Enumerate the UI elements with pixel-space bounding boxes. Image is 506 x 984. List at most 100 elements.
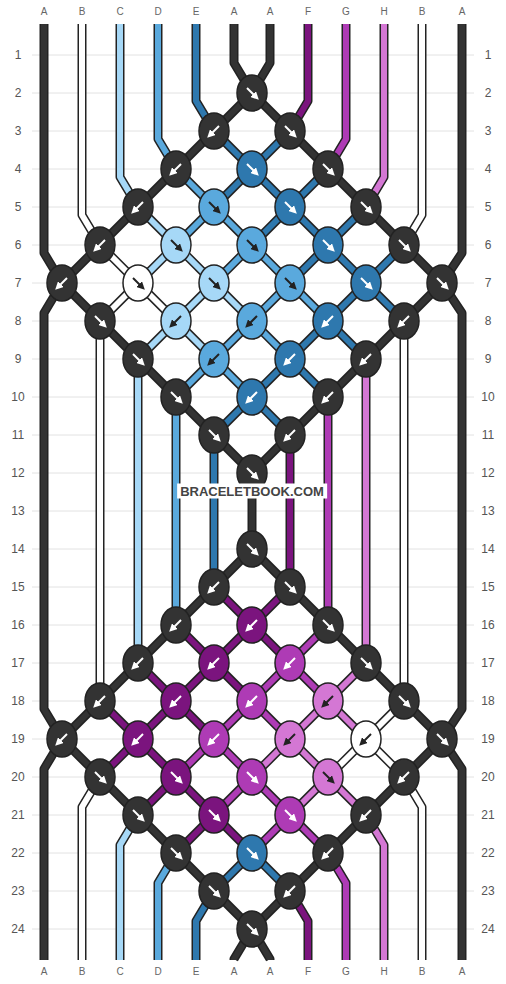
knot-arrow (399, 696, 408, 705)
strand (158, 24, 176, 169)
knot-body (313, 759, 343, 795)
knot-arrow (133, 278, 142, 287)
strand-letter: B (79, 967, 86, 977)
row-number: 6 (15, 239, 22, 251)
knot (389, 227, 419, 263)
knot-arrow (209, 430, 218, 439)
knot (237, 683, 267, 719)
strand (401, 321, 407, 701)
knot-body (237, 379, 267, 415)
knot (237, 227, 267, 263)
knot-arrow (210, 126, 219, 135)
knot-body (237, 151, 267, 187)
strand-letter: F (305, 7, 311, 17)
knot (427, 721, 457, 757)
knot-body (199, 265, 229, 301)
knot-arrow (172, 620, 181, 629)
strand-outline (120, 815, 138, 960)
knot-body (351, 797, 381, 833)
knot (275, 113, 305, 149)
knot-arrow (361, 202, 370, 211)
knot (161, 835, 191, 871)
strand-letter: A (41, 7, 48, 17)
knot-body (161, 379, 191, 415)
knot-arrow (210, 658, 219, 667)
strand-outline (120, 24, 138, 207)
row-number: 7 (485, 277, 492, 289)
knot-arrow (285, 278, 294, 287)
knot (85, 683, 115, 719)
strand-outline (44, 283, 62, 739)
row-number: 6 (485, 239, 492, 251)
knot-arrow (247, 772, 256, 781)
strand-letter: A (267, 7, 274, 17)
knot-arrow (96, 696, 105, 705)
row-number: 21 (11, 809, 24, 821)
knot-arrow (362, 354, 371, 363)
knot-body (275, 873, 305, 909)
strand-letter: C (116, 7, 123, 17)
row-number: 7 (15, 277, 22, 289)
knot-arrow (172, 696, 181, 705)
row-number: 23 (11, 885, 24, 897)
knot-body (47, 265, 77, 301)
knot (275, 569, 305, 605)
strand-outline (404, 24, 422, 245)
knot-arrow (133, 810, 142, 819)
knot-arrow (285, 810, 294, 819)
knot-body (199, 417, 229, 453)
row-number: 17 (11, 657, 24, 669)
knot-arrow (286, 658, 295, 667)
knot-arrow (286, 886, 295, 895)
knot-arrow (95, 772, 104, 781)
watermark: BRACELETBOOK.COM (177, 484, 327, 499)
knot-body (199, 797, 229, 833)
knot (199, 189, 229, 225)
knot-arrow (285, 126, 294, 135)
knot (123, 721, 153, 757)
row-number: 24 (11, 923, 24, 935)
strand-letter: E (193, 967, 200, 977)
knot-body (313, 835, 343, 871)
knot-arrow (134, 734, 143, 743)
row-number: 10 (11, 391, 24, 403)
strand (328, 24, 346, 169)
knot-arrow (210, 734, 219, 743)
row-number: 11 (12, 429, 24, 441)
strand (442, 739, 462, 960)
strand-outline (442, 24, 462, 283)
knot (275, 721, 305, 757)
knot-body (275, 569, 305, 605)
knot-arrow (209, 886, 218, 895)
row-number: 20 (481, 771, 494, 783)
knot-body (389, 303, 419, 339)
strand-letter: B (419, 967, 426, 977)
strand (120, 815, 138, 960)
knot (199, 645, 229, 681)
strand (44, 24, 62, 283)
knot-body (313, 151, 343, 187)
knot-arrow (58, 734, 67, 743)
knot (123, 797, 153, 833)
row-number: 5 (15, 201, 22, 213)
knot-arrow (172, 164, 181, 173)
knot (161, 759, 191, 795)
knot-arrow (324, 316, 333, 325)
knot (237, 379, 267, 415)
row-number: 24 (481, 923, 494, 935)
knot-arrow (437, 278, 446, 287)
row-number: 22 (11, 847, 24, 859)
row-guide (32, 131, 474, 132)
row-number: 18 (481, 695, 494, 707)
knot (123, 189, 153, 225)
row-guide (32, 739, 474, 740)
knot-body (199, 113, 229, 149)
strand-letter: A (267, 967, 274, 977)
knot-body (275, 113, 305, 149)
row-number: 13 (11, 505, 24, 517)
knot-body (313, 607, 343, 643)
knot (313, 379, 343, 415)
knot-arrow (323, 240, 332, 249)
strand-letter: A (41, 967, 48, 977)
knot (237, 759, 267, 795)
